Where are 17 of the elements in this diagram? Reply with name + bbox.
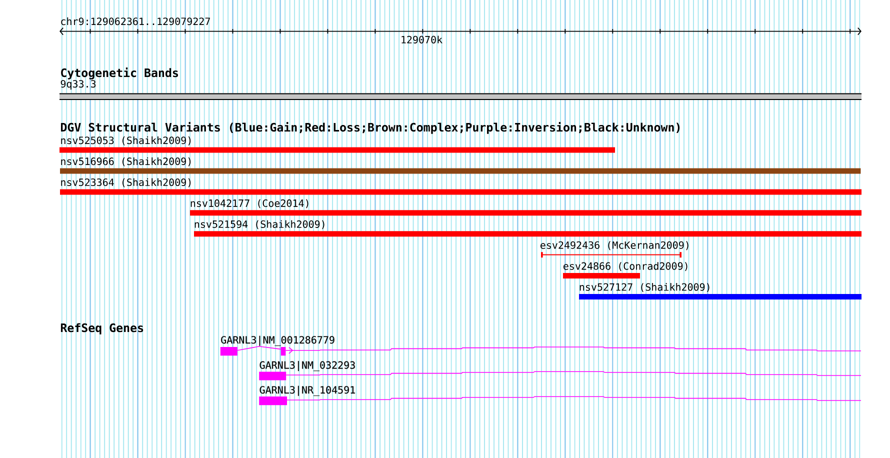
feature-label: GARNL3|NM_001286779 — [221, 336, 334, 346]
feature-label: nsv523364 (Shaikh2009) — [61, 178, 191, 188]
track-title: RefSeq Genes — [60, 323, 144, 334]
feature-label: GARNL3|NR_104591 — [260, 386, 355, 396]
feature-label: nsv521594 (Shaikh2009) — [194, 220, 324, 230]
feature-label: nsv516966 (Shaikh2009) — [61, 157, 191, 166]
feature-label: GARNL3|NM_032293 — [260, 361, 355, 372]
feature-label: 9q33.3 — [60, 80, 96, 90]
feature-label: esv2492436 (McKernan2009) — [540, 241, 688, 250]
track-title: DGV Structural Variants (Blue:Gain;Red:Loss;Brown:Complex;Purple:Inversion;Black:Unknown) — [61, 122, 680, 134]
feature-label: nsv525053 (Shaikh2009) — [61, 136, 191, 146]
feature-label: nsv1042177 (Coe2014) — [190, 199, 308, 208]
feature-label: nsv527127 (Shaikh2009) — [580, 283, 710, 292]
coordinate-label: chr9:129062361..129079227 — [61, 17, 210, 26]
track-title: Cytogenetic Bands — [61, 68, 178, 80]
feature-label: esv24866 (Conrad2009) — [564, 262, 688, 272]
tick-label: 129070k — [402, 36, 442, 44]
